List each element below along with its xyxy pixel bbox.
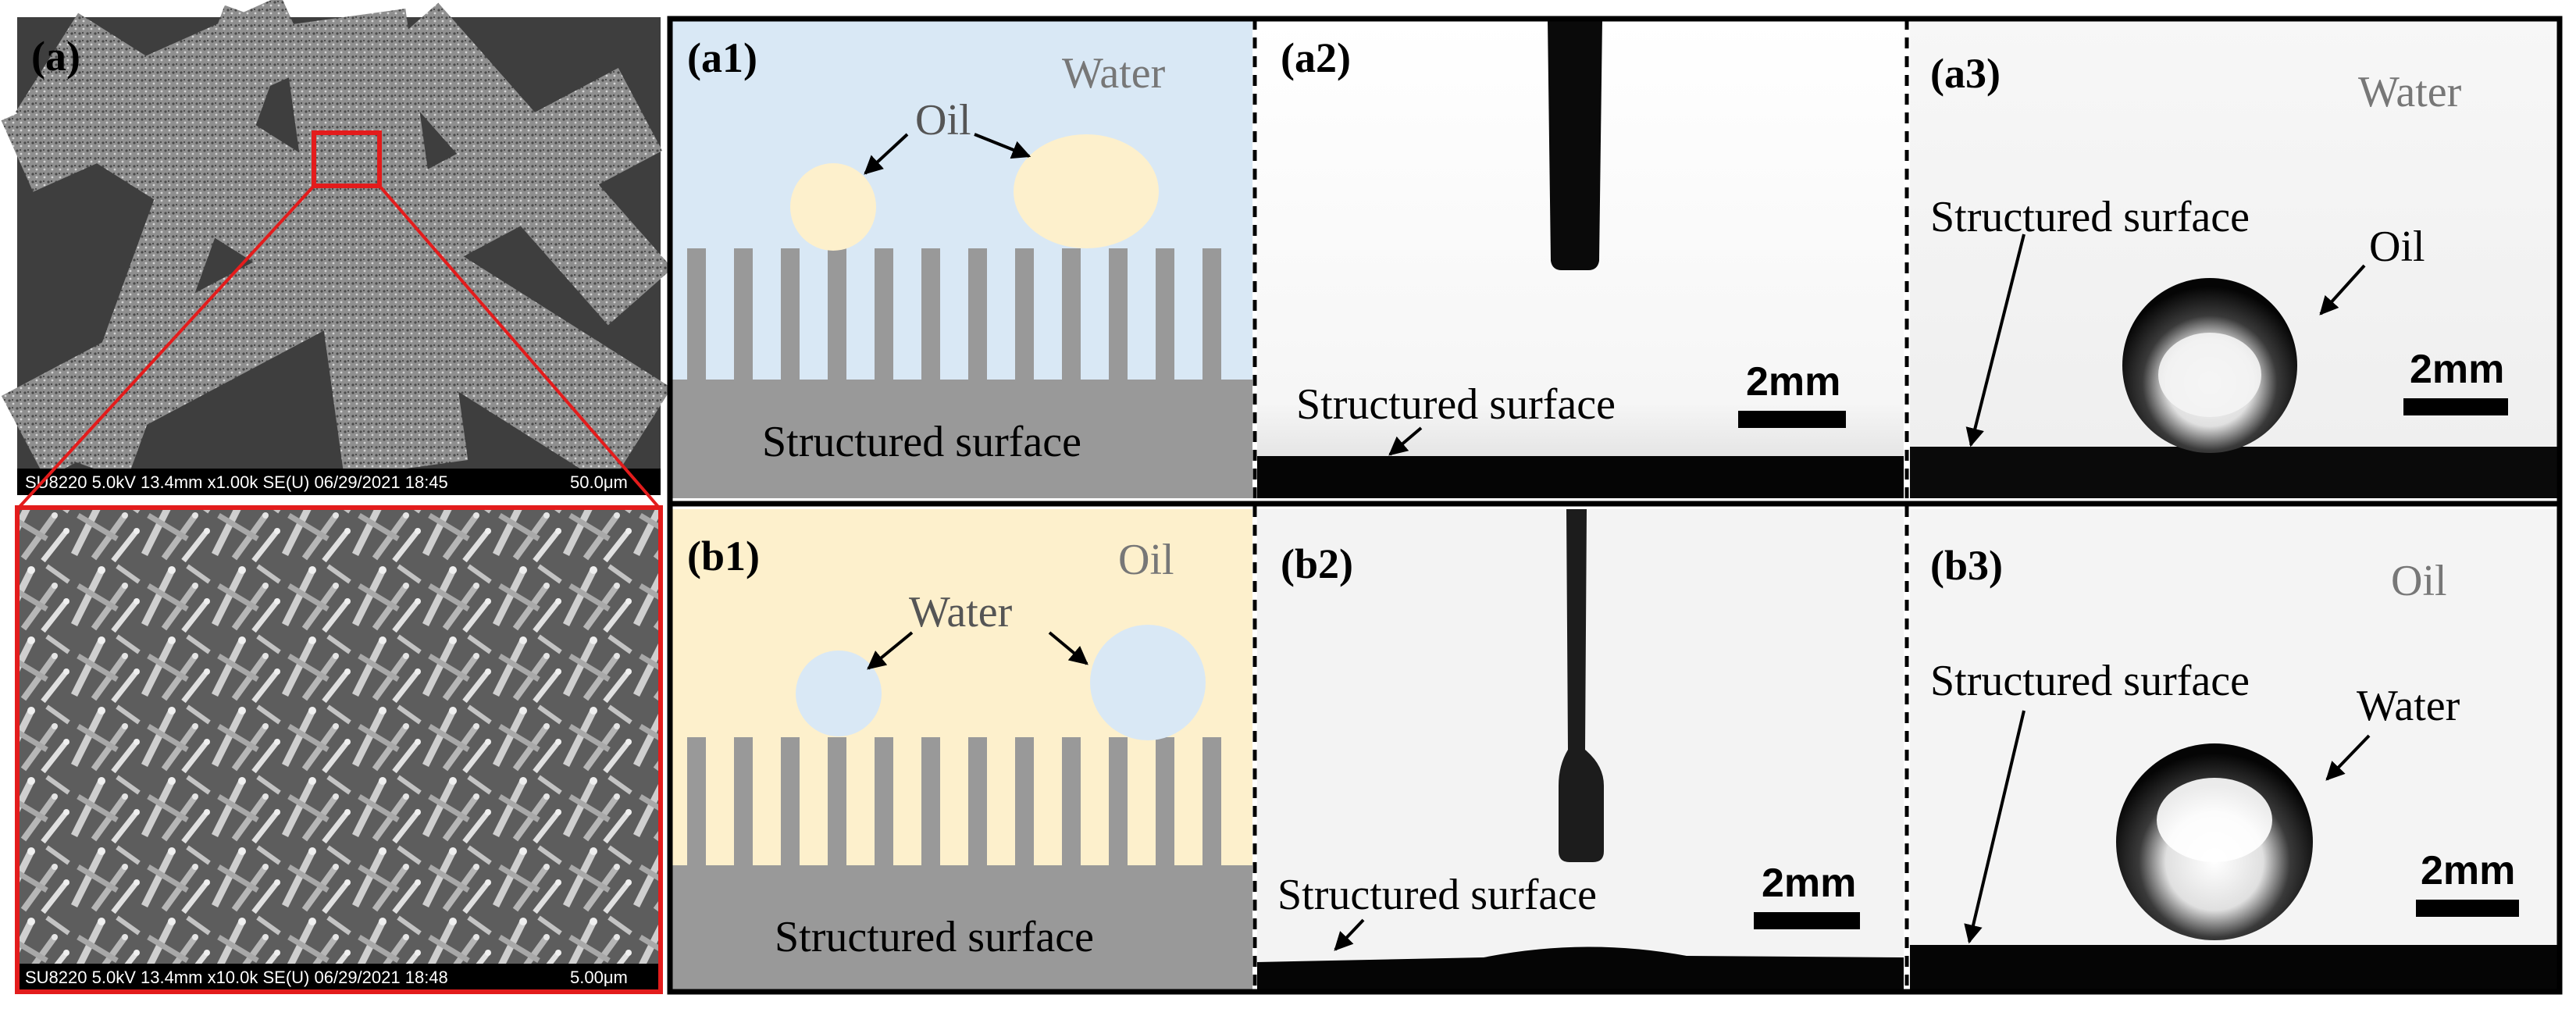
structured-substrate bbox=[672, 865, 1252, 990]
needle bbox=[1559, 509, 1604, 862]
arrow bbox=[2319, 264, 2366, 315]
surface-label: Structured surface bbox=[1930, 657, 2250, 705]
sem-bottom-image: SU8220 5.0kV 13.4mm x10.0k SE(U) 06/29/2… bbox=[15, 505, 663, 994]
panel-b3: 2mm (b3) Oil Water Structured surface bbox=[1910, 509, 2558, 990]
sem-bottom-scale: 5.00μm bbox=[570, 968, 628, 987]
panel-label-a: (a) bbox=[31, 33, 80, 80]
arrow bbox=[1048, 631, 1088, 665]
arrow bbox=[2325, 734, 2371, 781]
medium-label: Water bbox=[2358, 68, 2462, 116]
panel-b1: (b1) Oil Water Structured surface bbox=[672, 509, 1252, 990]
droplet-label: Water bbox=[2357, 682, 2460, 730]
droplet-highlight bbox=[2157, 778, 2272, 862]
scale-label: 2mm bbox=[2421, 848, 2515, 893]
panel-label-a1: (a1) bbox=[687, 34, 757, 81]
zoom-frame bbox=[15, 505, 663, 994]
sem-top-info: SU8220 5.0kV 13.4mm x1.00k SE(U) 06/29/2… bbox=[25, 472, 448, 492]
droplet-label: Oil bbox=[2369, 223, 2425, 271]
scale-label: 2mm bbox=[1762, 861, 1856, 906]
panel-a2: 2mm (a2) Structured surface bbox=[1257, 20, 1904, 498]
panel-label-b3: (b3) bbox=[1930, 542, 2003, 589]
surface-band bbox=[1257, 946, 1904, 990]
surface-band bbox=[1910, 447, 2558, 498]
droplet-label: Oil bbox=[915, 96, 971, 144]
surface-label: Structured surface bbox=[1296, 380, 1616, 429]
surface-band bbox=[1257, 456, 1904, 498]
sem-top-scale: 50.0μm bbox=[570, 472, 628, 492]
medium-label: Oil bbox=[1118, 536, 1174, 584]
arrow bbox=[864, 133, 909, 175]
panel-label-a2: (a2) bbox=[1281, 34, 1351, 81]
arrow bbox=[1964, 710, 2026, 944]
structured-substrate bbox=[672, 380, 1252, 498]
arrow bbox=[1965, 234, 2026, 447]
medium-label: Water bbox=[1062, 49, 1166, 98]
sem-bottom-info: SU8220 5.0kV 13.4mm x10.0k SE(U) 06/29/2… bbox=[25, 968, 448, 987]
surface-label: Structured surface bbox=[762, 418, 1081, 466]
arrow bbox=[974, 133, 1031, 159]
sem-fibers bbox=[1, 0, 673, 487]
surface-label: Structured surface bbox=[1277, 871, 1597, 919]
medium-label: Oil bbox=[2391, 557, 2447, 605]
scale-label: 2mm bbox=[1746, 359, 1840, 405]
scale-bar bbox=[1754, 912, 1860, 929]
surface-label: Structured surface bbox=[1930, 193, 2250, 241]
scale-label: 2mm bbox=[2410, 347, 2504, 392]
panel-label-b2: (b2) bbox=[1281, 540, 1353, 587]
panel-label-a3: (a3) bbox=[1930, 50, 2001, 97]
arrow bbox=[1334, 918, 1365, 951]
droplet-label: Water bbox=[909, 588, 1013, 636]
surface-pillars bbox=[687, 248, 1221, 381]
oil-droplet-small bbox=[790, 163, 876, 251]
scale-bar bbox=[2416, 900, 2519, 917]
scale-bar bbox=[1738, 411, 1846, 428]
zoom-lines bbox=[17, 184, 661, 509]
water-droplet-small bbox=[796, 651, 882, 736]
oil-droplet-large bbox=[1014, 134, 1159, 248]
surface-band bbox=[1910, 945, 2558, 990]
panel-label-b1: (b1) bbox=[687, 533, 760, 579]
panel-a1: (a1) Water Oil Structured surface bbox=[672, 20, 1252, 498]
arrow bbox=[1388, 426, 1423, 456]
panel-a3: 2mm (a3) Water Oil Structured surface bbox=[1910, 20, 2558, 498]
water-droplet-large bbox=[1090, 625, 1206, 740]
sem-top-image: SU8220 5.0kV 13.4mm x1.00k SE(U) 06/29/2… bbox=[1, 0, 673, 495]
panel-b2: 2mm (b2) Structured surface bbox=[1257, 509, 1904, 990]
arrow bbox=[867, 631, 914, 670]
scale-bar bbox=[2403, 398, 2508, 415]
panel-frames bbox=[667, 16, 2563, 995]
needle bbox=[1548, 20, 1602, 270]
surface-pillars bbox=[687, 737, 1221, 867]
surface-label: Structured surface bbox=[775, 913, 1094, 961]
zoom-box bbox=[312, 130, 382, 188]
droplet-highlight bbox=[2158, 333, 2261, 417]
